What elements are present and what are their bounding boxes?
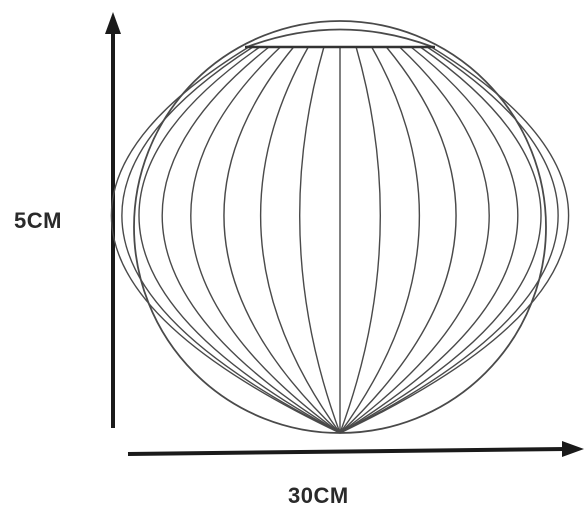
horizontal-dimension-arrow	[127, 441, 584, 457]
sphere-rib	[339, 46, 559, 434]
paper-lantern-sphere	[110, 20, 570, 434]
sphere-ribs	[110, 46, 570, 434]
sphere-rib	[339, 46, 381, 434]
top-opening-cap	[246, 28, 434, 48]
sphere-rib	[259, 46, 341, 434]
sphere-rib	[339, 46, 542, 434]
sphere-rib	[339, 46, 421, 434]
vertical-dimension-arrow	[105, 12, 121, 428]
height-dimension-label: 5CM	[14, 208, 62, 233]
width-dimension-label: 30CM	[288, 483, 349, 508]
sphere-rib	[339, 46, 490, 434]
sphere-rib	[339, 46, 457, 434]
sphere-rib	[161, 46, 341, 434]
sphere-rib	[339, 46, 570, 434]
sphere-rib	[223, 46, 341, 434]
sphere-rib	[299, 46, 341, 434]
sphere-rib	[138, 46, 341, 434]
sphere-rib	[339, 46, 519, 434]
sphere-rib	[121, 46, 341, 434]
sphere-rib	[110, 46, 341, 434]
sphere-rib	[190, 46, 341, 434]
